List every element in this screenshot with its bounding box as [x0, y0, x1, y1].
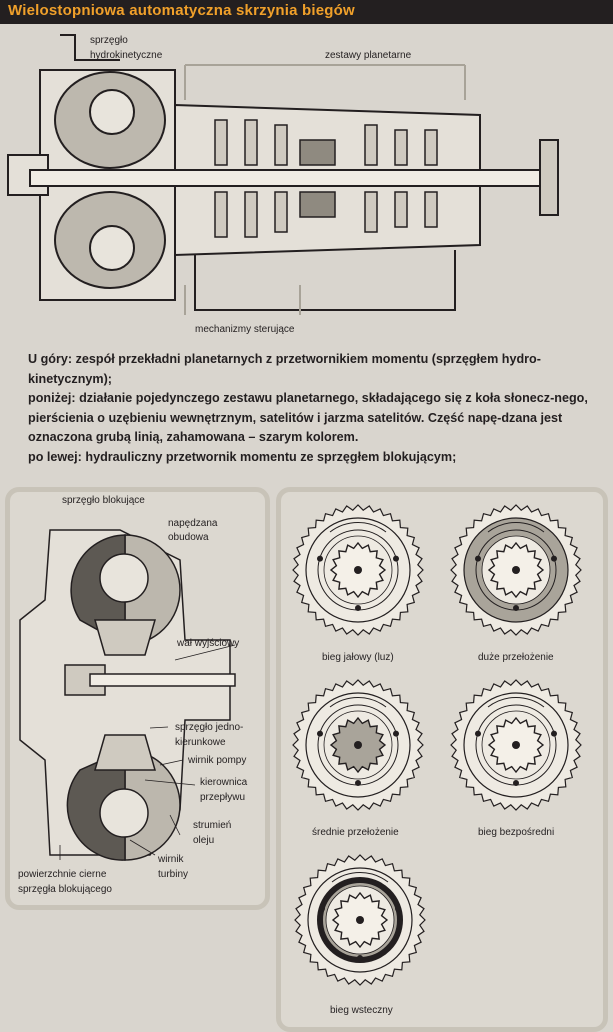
planet-pin	[319, 905, 325, 912]
label-stator-1: kierownica	[200, 777, 248, 788]
label-lockup-clutch: sprzęgło blokujące	[62, 495, 145, 506]
rotation-arrow	[487, 522, 545, 533]
rotation-arrow	[487, 697, 545, 708]
caption: U góry: zespół przekładni planetarnych z…	[28, 350, 588, 467]
label-turbine-1: wirnik	[158, 854, 184, 865]
label-coupling-1: sprzęgło	[90, 35, 128, 46]
rotation-arrow	[329, 697, 387, 708]
sun-axle	[356, 916, 364, 924]
transmission-cutaway-drawing	[7, 34, 559, 315]
label-driven-housing-1: napędzana	[168, 518, 218, 529]
planet-pin	[317, 730, 323, 737]
label-driven-housing-2: obudowa	[168, 532, 209, 543]
state-label-high-ratio: duże przełożenie	[478, 652, 554, 663]
planet-pin	[551, 555, 557, 562]
sun-axle	[512, 566, 520, 574]
caption-line-1: U góry: zespół przekładni planetarnych z…	[28, 352, 541, 386]
caption-line-3: po lewej: hydrauliczny przetwornik momen…	[28, 449, 457, 464]
planet-pin	[475, 730, 481, 737]
label-planetary-sets: zestawy planetarne	[325, 50, 412, 61]
state-label-direct: bieg bezpośredni	[478, 827, 555, 838]
title-bar: Wielostopniowa automatyczna skrzynia bie…	[0, 0, 613, 24]
planet-pin	[393, 555, 399, 562]
planet-pin	[317, 555, 323, 562]
label-friction-surfaces-2: sprzęgła blokującego	[18, 884, 112, 895]
planet-pin	[393, 730, 399, 737]
planet-pin	[513, 780, 519, 786]
caption-line-2: poniżej: działanie pojedynczego zestawu …	[28, 391, 588, 444]
sun-axle	[512, 741, 520, 749]
label-friction-surfaces-1: powierzchnie cierne	[18, 869, 107, 880]
label-pump-impeller: wirnik pompy	[188, 755, 247, 766]
label-turbine-2: turbiny	[158, 869, 189, 880]
sun-axle	[354, 566, 362, 574]
label-coupling-2: hydrokinetyczne	[90, 50, 163, 61]
planet-pin	[551, 730, 557, 737]
planet-pin	[513, 605, 519, 611]
planet-pin	[355, 780, 361, 786]
state-label-neutral: bieg jałowy (luz)	[322, 652, 394, 663]
rotation-arrow	[329, 522, 387, 533]
state-label-reverse: bieg wsteczny	[330, 1005, 393, 1016]
label-output-shaft: wał wyjściowy	[177, 638, 240, 649]
planet-pin	[357, 955, 363, 961]
rotation-arrow	[331, 872, 389, 883]
sun-axle	[354, 741, 362, 749]
label-oil-flow-2: oleju	[193, 835, 215, 846]
label-stator-2: przepływu	[200, 792, 246, 803]
label-oil-flow-1: strumień	[193, 820, 232, 831]
label-one-way-clutch-2: kierunkowe	[175, 737, 226, 748]
state-label-medium-ratio: średnie przełożenie	[312, 827, 399, 838]
planet-pin	[475, 555, 481, 562]
planet-pin	[395, 905, 401, 912]
planet-pin	[355, 605, 361, 611]
label-one-way-clutch-1: sprzęgło jedno-	[175, 722, 244, 733]
label-control-mechanisms: mechanizmy sterujące	[195, 324, 295, 335]
page-title: Wielostopniowa automatyczna skrzynia bie…	[8, 2, 355, 19]
